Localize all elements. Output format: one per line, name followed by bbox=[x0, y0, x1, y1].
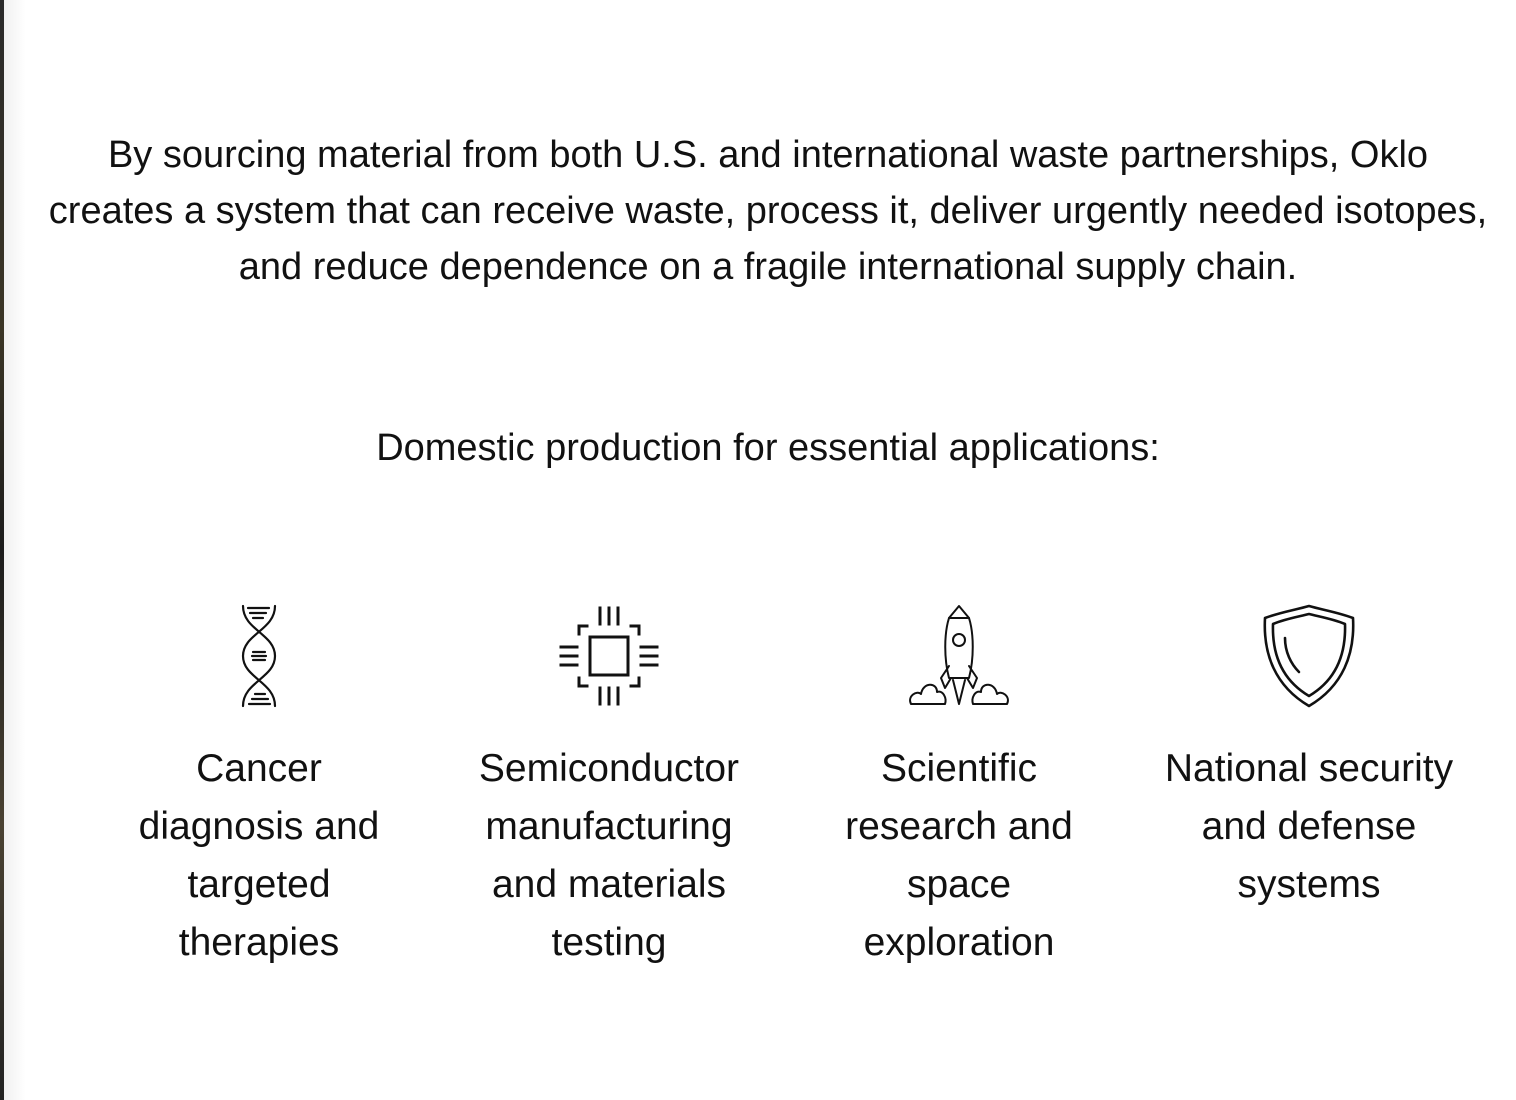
rocket-icon bbox=[907, 604, 1011, 708]
application-label: Semiconductor manufacturing and material… bbox=[478, 747, 740, 964]
window-left-edge bbox=[0, 0, 4, 1100]
application-label: National security and defense systems bbox=[1164, 747, 1454, 906]
application-label: Cancer diagnosis and targeted therapies bbox=[138, 747, 380, 964]
application-item-research: Scientific research and space exploratio… bbox=[784, 604, 1134, 972]
intro-paragraph: By sourcing material from both U.S. and … bbox=[48, 134, 1488, 288]
application-item-semiconductor: Semiconductor manufacturing and material… bbox=[434, 604, 784, 972]
applications-heading: Domestic production for essential applic… bbox=[376, 427, 1160, 469]
shield-icon bbox=[1257, 604, 1361, 708]
application-label: Scientific research and space exploratio… bbox=[845, 747, 1073, 964]
applications-list: Cancer diagnosis and targeted therapies bbox=[84, 604, 1484, 972]
dna-icon bbox=[207, 604, 311, 708]
page-left-shadow bbox=[4, 0, 26, 1100]
application-item-defense: National security and defense systems bbox=[1134, 604, 1484, 972]
application-item-cancer: Cancer diagnosis and targeted therapies bbox=[84, 604, 434, 972]
chip-icon bbox=[557, 604, 661, 708]
